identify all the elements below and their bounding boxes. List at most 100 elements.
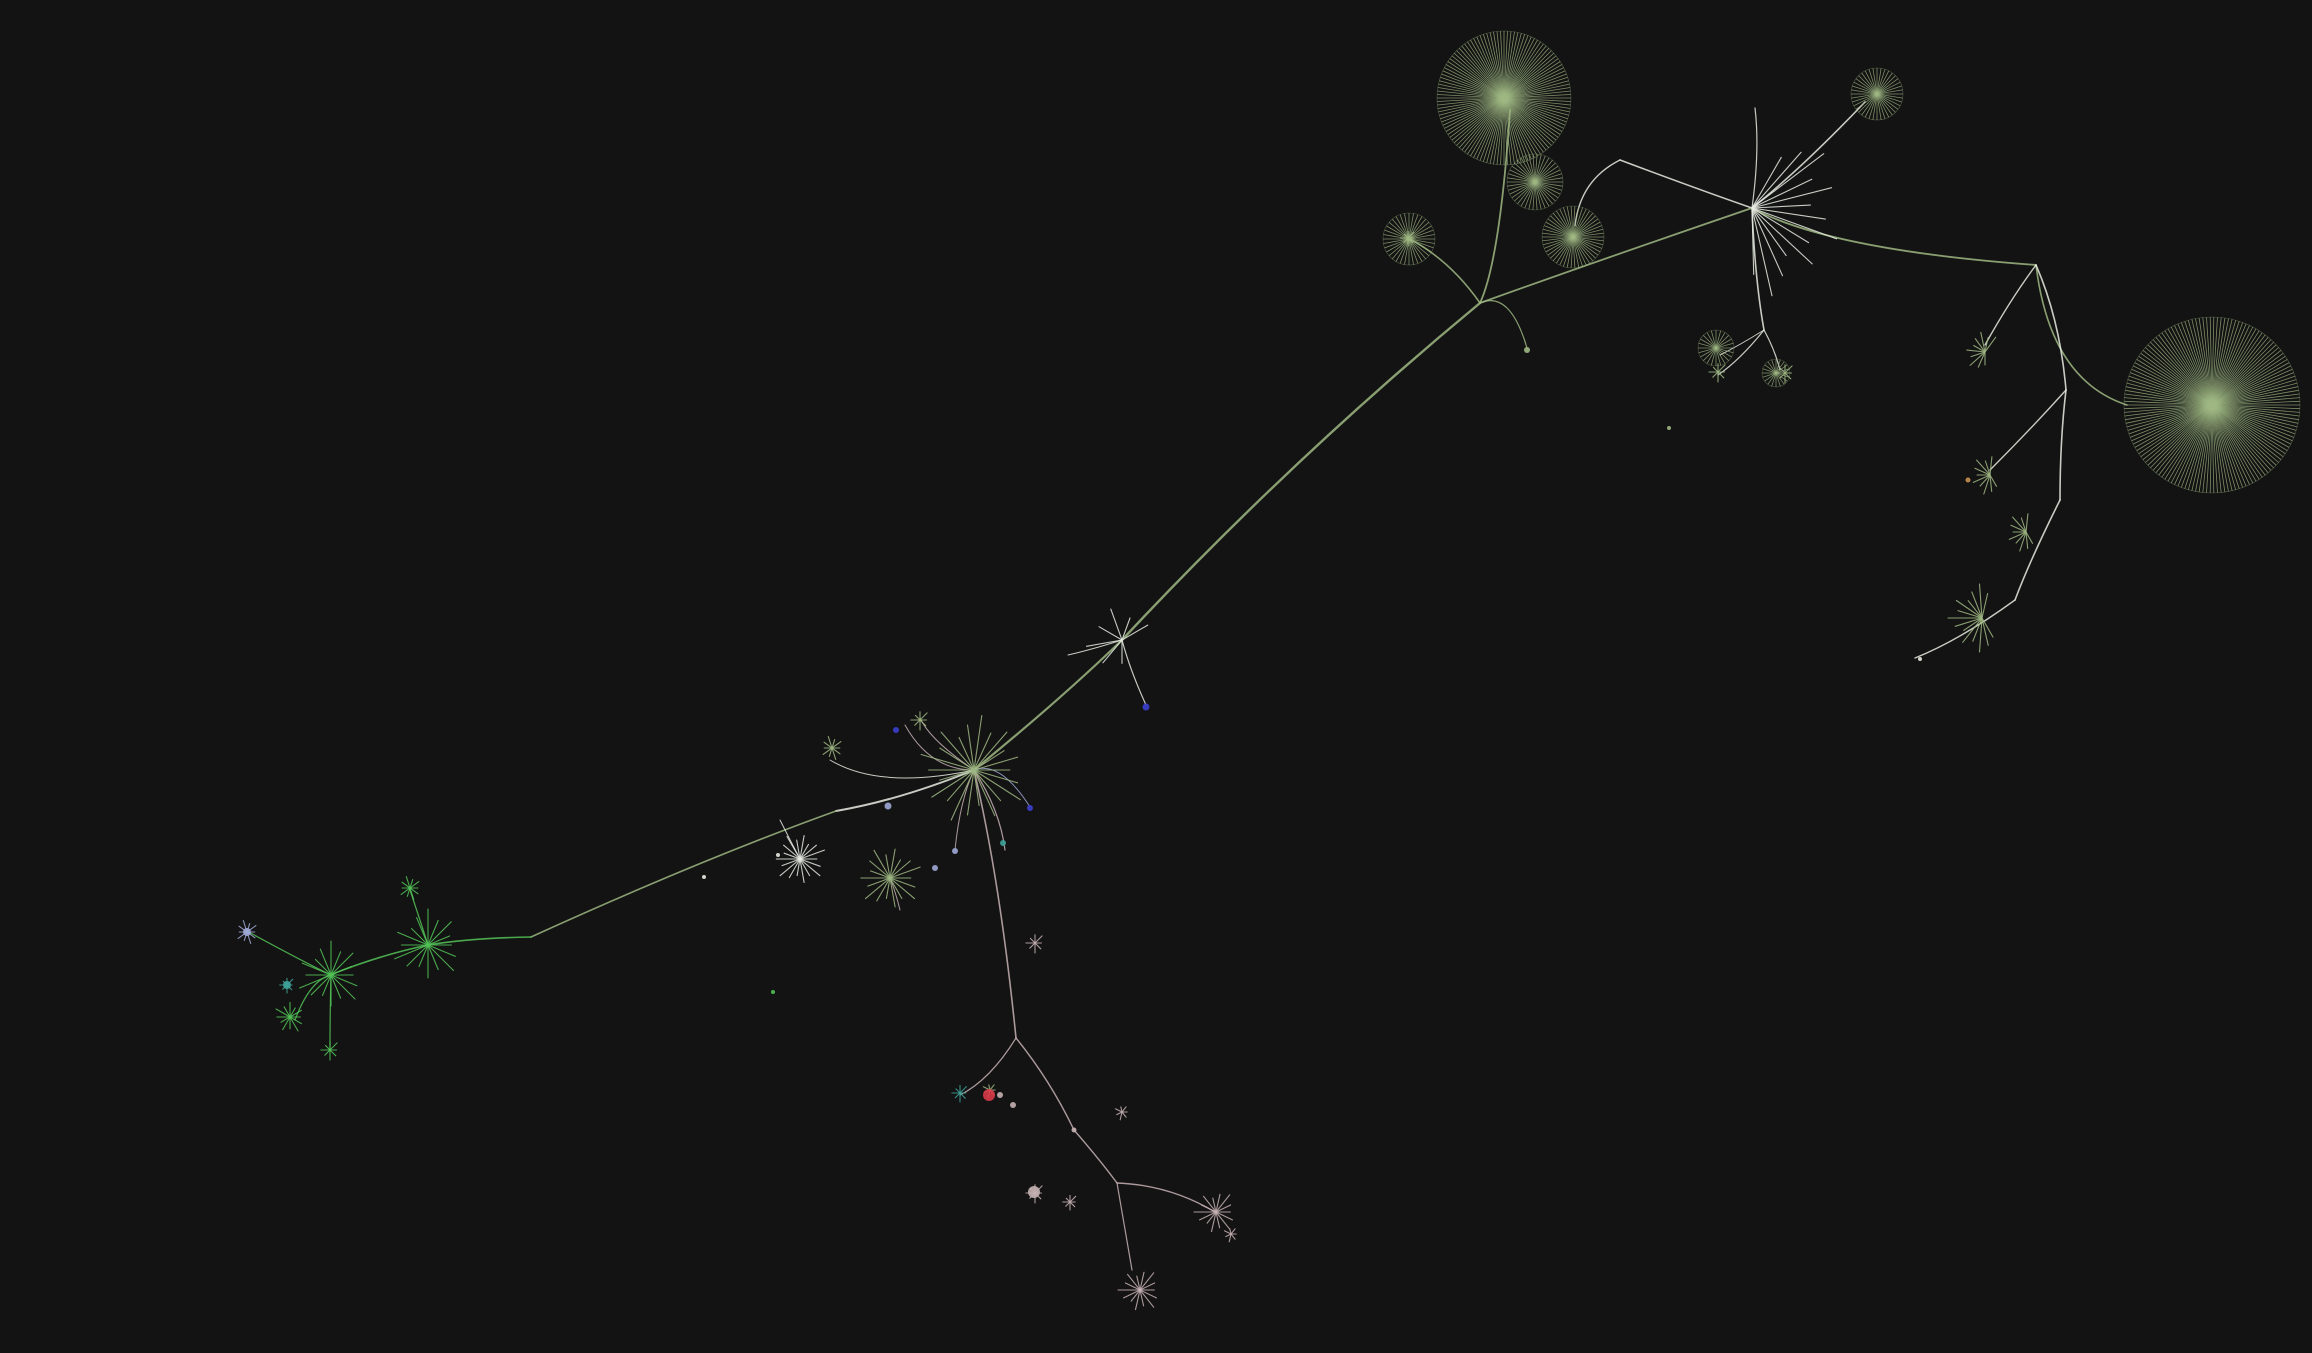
cluster-spoke-380	[1545, 236, 1574, 253]
hub-spoke-622	[427, 944, 456, 957]
cluster-spoke-506	[1706, 332, 1717, 349]
cluster-spoke-295	[2211, 334, 2266, 406]
cluster-outline-166	[1436, 30, 1572, 166]
cluster-spoke-97	[1444, 97, 1505, 129]
cluster-spoke-529	[1771, 359, 1777, 374]
cluster-spoke-281	[2211, 317, 2218, 406]
cluster-spoke-163	[1503, 87, 1571, 99]
cluster-spoke-269	[2174, 325, 2213, 406]
hub-spoke-790	[823, 741, 833, 749]
graph-edge-26	[973, 769, 1017, 1039]
cluster-spoke-330	[1868, 93, 1878, 119]
hub-spoke-540	[973, 769, 1002, 802]
cluster-spoke-188	[2211, 404, 2269, 474]
cluster-spoke-357	[1876, 89, 1903, 95]
cluster-spoke-294	[2211, 332, 2263, 406]
hub-620	[394, 908, 456, 979]
hub-spoke-560	[1751, 156, 1782, 209]
hub-spoke-581	[1121, 624, 1149, 641]
cluster-spoke-395	[1566, 206, 1574, 238]
cluster-spoke-377	[1552, 236, 1574, 262]
cluster-spoke-103	[1437, 97, 1505, 109]
cluster-spoke-353	[1876, 75, 1896, 95]
cluster-spoke-113	[1441, 73, 1505, 99]
cluster-spoke-411	[1534, 181, 1563, 187]
cluster-spoke-255	[2136, 359, 2213, 406]
hub-spoke-606	[889, 877, 896, 908]
hub-637	[299, 940, 358, 1007]
cluster-spoke-434	[1509, 169, 1536, 183]
hub-spoke-690	[1215, 1193, 1221, 1213]
cluster-spoke-123	[1461, 45, 1505, 99]
cluster-spoke-343	[1858, 75, 1878, 95]
cluster-spoke-378	[1550, 236, 1574, 259]
cluster-spoke-413	[1534, 181, 1561, 195]
graph-node-908	[1667, 426, 1671, 430]
hub-spoke-688	[1202, 1195, 1217, 1213]
cluster-spoke-91	[1456, 97, 1505, 146]
cluster-spoke-274	[2191, 319, 2213, 406]
cluster-spoke-74	[1503, 97, 1512, 165]
cluster-spoke-382	[1542, 236, 1574, 246]
hub-spoke-627	[406, 944, 429, 967]
cluster-spoke-204	[2211, 404, 2215, 494]
cluster-spoke-272	[2184, 321, 2213, 406]
graph-node-900	[997, 1092, 1003, 1098]
hub-spoke-751	[1973, 344, 1986, 353]
cluster-spoke-305	[2211, 362, 2290, 406]
cluster-spoke-250	[2128, 375, 2213, 406]
cluster-spoke-105	[1437, 97, 1505, 102]
cluster-spoke-293	[2211, 330, 2260, 406]
cluster-spoke-92	[1453, 97, 1505, 144]
cluster-spoke-354	[1876, 78, 1899, 95]
cluster-spoke-205	[2209, 404, 2213, 494]
cluster-spoke-398	[1572, 206, 1580, 238]
cluster-spoke-115	[1444, 67, 1505, 99]
cluster-spoke-428	[1509, 181, 1536, 195]
cluster-spoke-87	[1467, 97, 1505, 155]
hub-spoke-873	[989, 1084, 995, 1091]
cluster-spoke-283	[2211, 317, 2226, 406]
cluster-spoke-485	[1408, 221, 1430, 240]
cluster-spoke-352	[1876, 72, 1893, 95]
cluster-spoke-280	[2211, 316, 2215, 406]
cluster-spoke-509	[1715, 330, 1722, 349]
graph-edge-17	[1763, 329, 1781, 371]
cluster-spoke-373	[1566, 236, 1574, 268]
cluster-spoke-404	[1572, 218, 1599, 238]
cluster-spoke-427	[1511, 181, 1536, 199]
hub-654	[275, 1001, 302, 1032]
cluster-spoke-81	[1486, 97, 1505, 163]
hub-spoke-682	[1215, 1211, 1221, 1229]
cluster-spoke-447	[1534, 162, 1556, 183]
cluster-spoke-131	[1486, 33, 1505, 99]
cluster-spoke-363	[1572, 236, 1601, 253]
cluster-spoke-470	[1383, 238, 1410, 244]
cluster-top-mid	[1541, 205, 1605, 269]
cluster-spoke-223	[2150, 404, 2213, 469]
cluster-spoke-268	[2170, 326, 2213, 406]
cluster-spoke-355	[1876, 81, 1901, 95]
hub-spoke-563	[1751, 178, 1813, 209]
hub-spoke-630	[397, 931, 429, 946]
cluster-spoke-276	[2198, 317, 2213, 406]
cluster-spoke-365	[1572, 236, 1596, 259]
hub-spoke-539	[973, 769, 1021, 801]
cluster-spoke-201	[2211, 404, 2226, 493]
cluster-spoke-322	[1876, 93, 1899, 110]
cluster-spoke-218	[2164, 404, 2213, 480]
cluster-spoke-312	[2211, 386, 2299, 406]
graph-edge-27	[1015, 1037, 1075, 1131]
cluster-left-top	[1382, 212, 1436, 266]
hub-spoke-641	[330, 974, 342, 999]
hub-spoke-711	[1978, 617, 1983, 653]
cluster-spoke-147	[1503, 41, 1541, 99]
cluster-spoke-387	[1544, 225, 1574, 238]
graph-node-903	[1071, 1127, 1077, 1133]
cluster-spoke-208	[2198, 404, 2213, 493]
hub-spoke-584	[799, 858, 821, 867]
hub-spoke-857	[1121, 1106, 1127, 1113]
cluster-spoke-256	[2138, 355, 2213, 406]
